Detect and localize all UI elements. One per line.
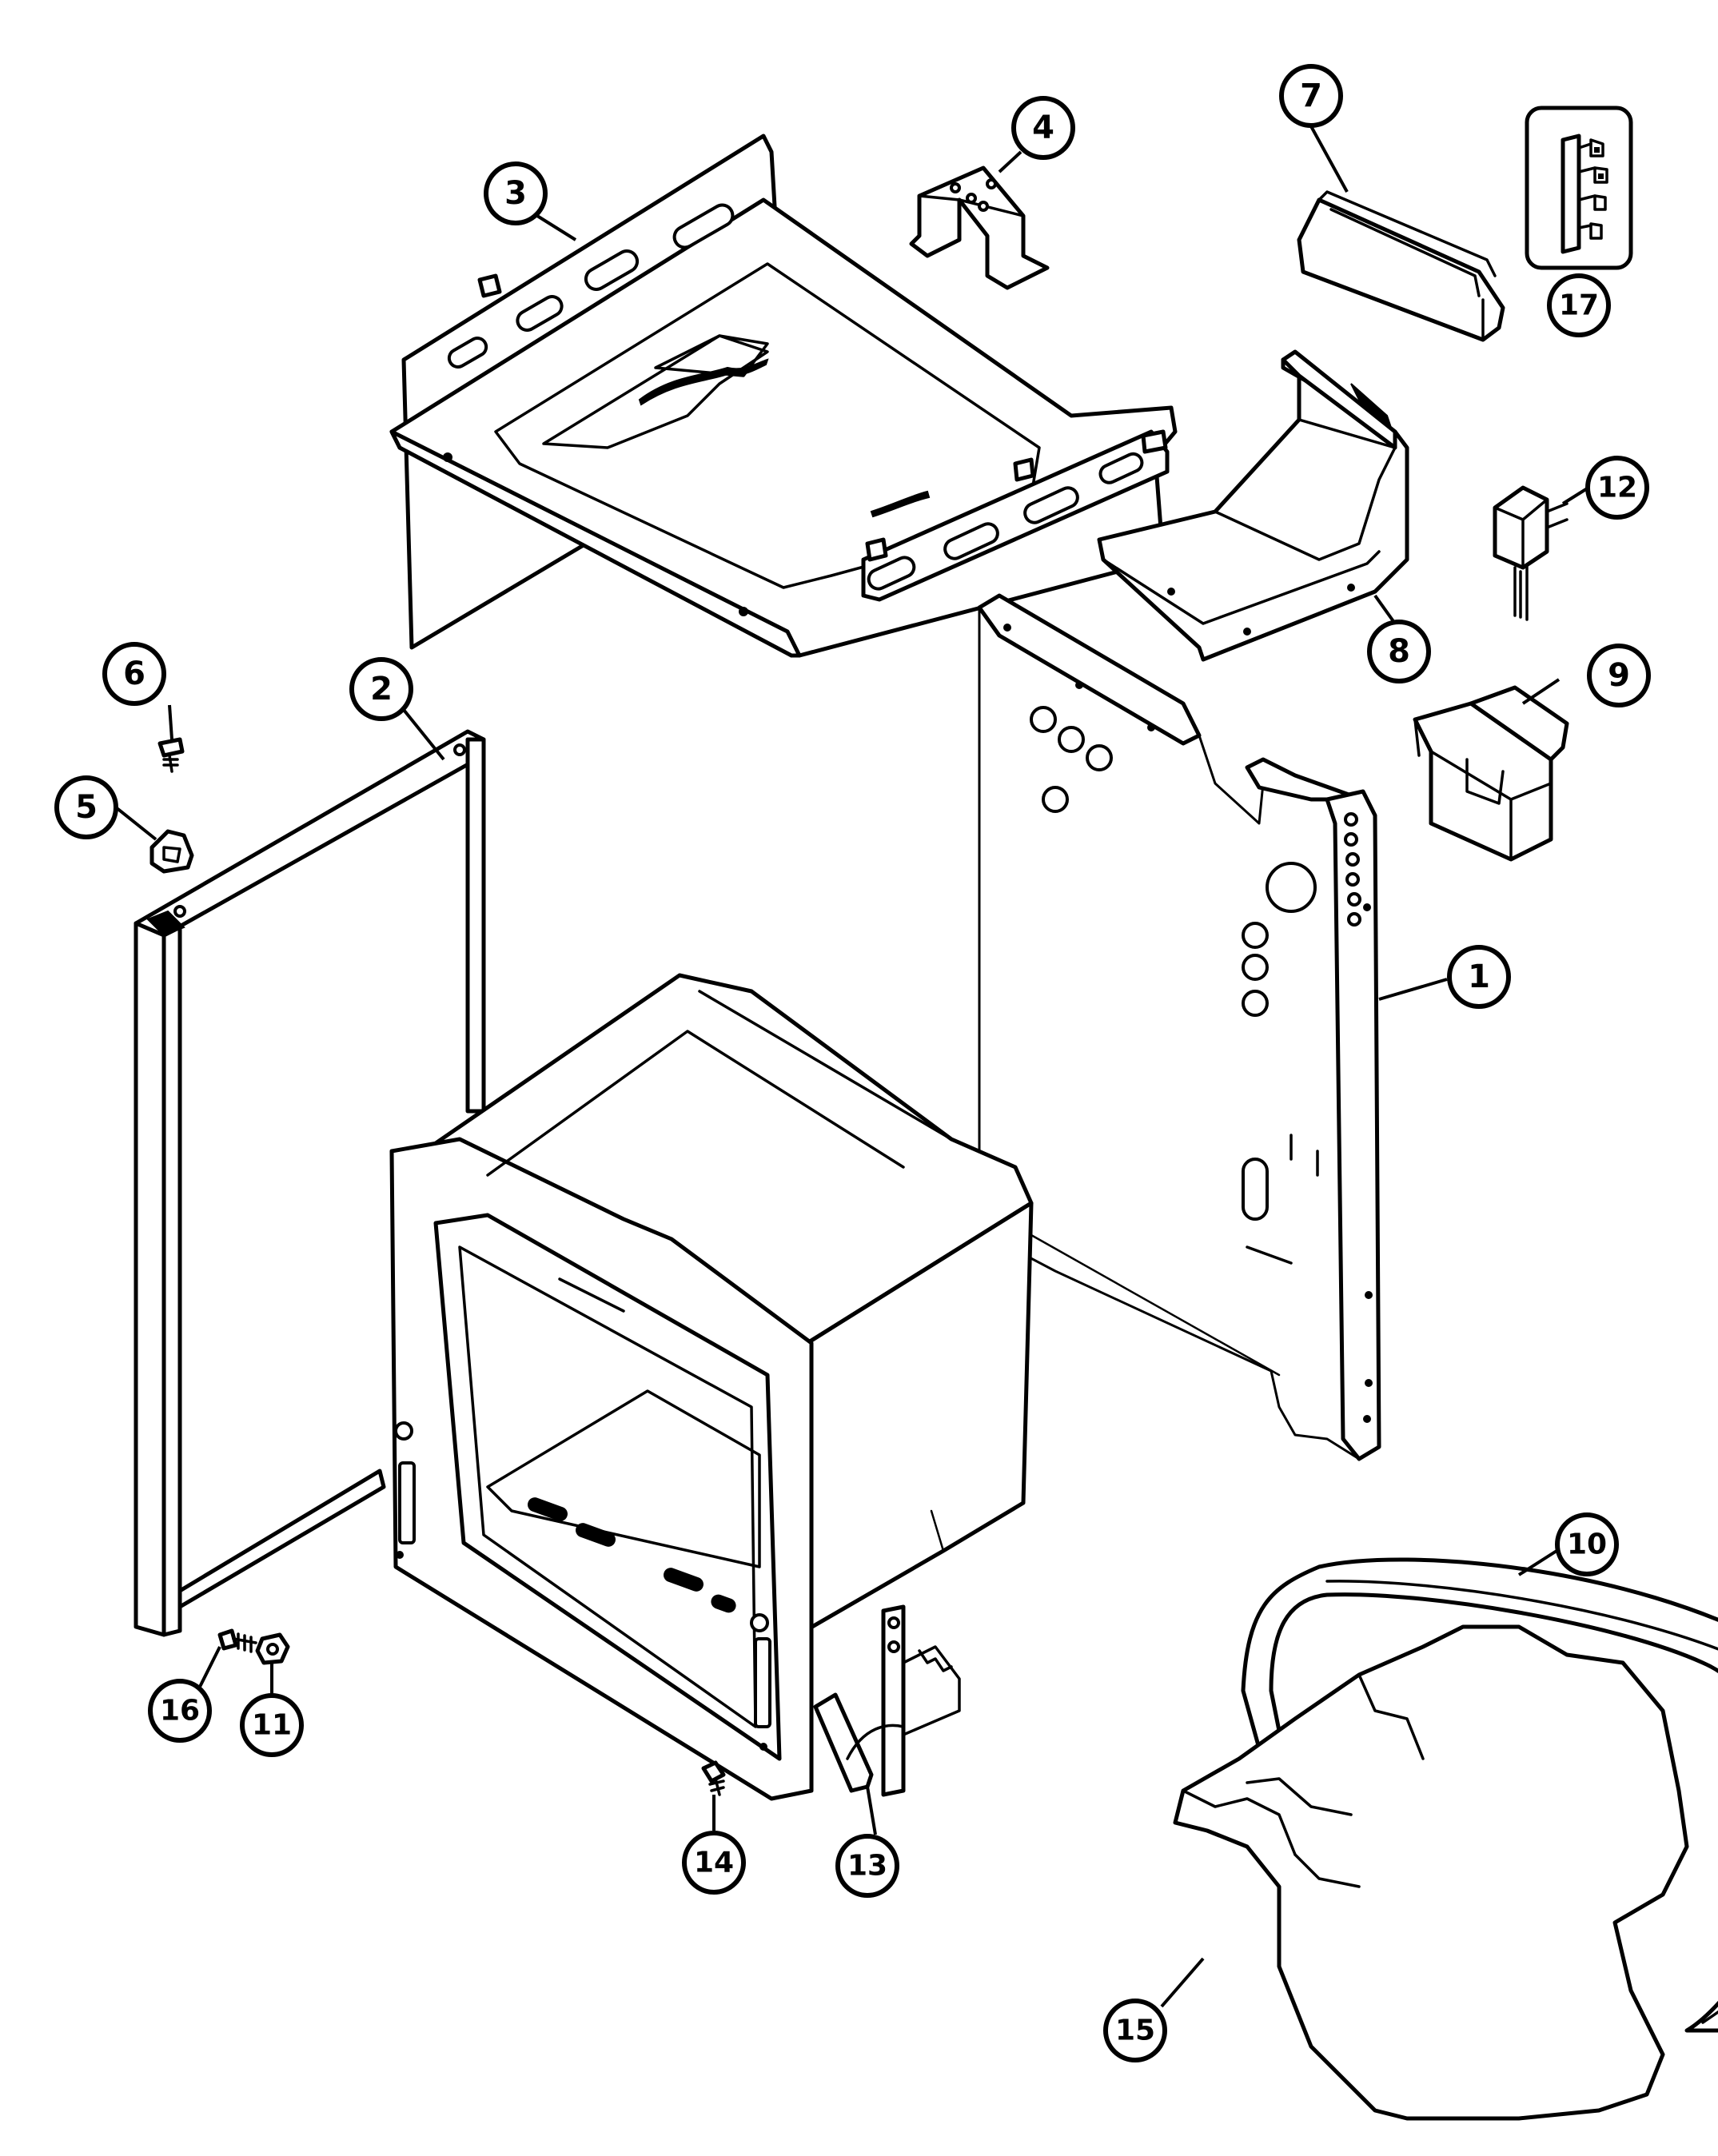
part-side-panel — [977, 593, 1381, 1461]
part-insulation-ring — [1241, 1557, 1718, 2033]
part-bracket — [909, 165, 1050, 290]
part-hinge — [813, 1604, 961, 1797]
part-insulation-blanket — [1173, 1624, 1689, 2121]
part-plug — [1493, 485, 1569, 621]
callout-2: 2 — [349, 657, 413, 721]
part-junction-box — [1413, 685, 1569, 862]
part-oven-cavity — [389, 973, 1034, 1801]
callout-6: 6 — [102, 642, 166, 706]
callout-label: 9 — [1608, 657, 1630, 694]
callout-label: 1 — [1468, 958, 1490, 995]
callout-17: 17 — [1547, 273, 1611, 337]
part-door-frame — [134, 729, 486, 1637]
assembly-guide-lines — [930, 1233, 1281, 1552]
callout-label: 5 — [75, 789, 98, 826]
part-screw-14 — [701, 1760, 726, 1796]
callout-12: 12 — [1585, 456, 1649, 520]
callout-3: 3 — [484, 161, 548, 225]
callout-10: 10 — [1555, 1512, 1619, 1576]
part-nut — [255, 1632, 290, 1665]
callout-5: 5 — [54, 775, 118, 839]
part-screw-16 — [217, 1628, 257, 1653]
callout-label: 2 — [370, 671, 393, 707]
callout-label: 3 — [504, 175, 527, 212]
callout-label: 13 — [847, 1850, 887, 1883]
callout-label: 4 — [1032, 110, 1054, 146]
callout-14: 14 — [682, 1831, 746, 1895]
part-top-panel — [389, 134, 1178, 658]
part-vent-trim — [1297, 190, 1505, 342]
callout-label: 10 — [1567, 1528, 1607, 1561]
part-clip — [149, 829, 194, 874]
callout-label: 14 — [694, 1847, 734, 1879]
callout-label: 15 — [1115, 2015, 1155, 2047]
callout-label: 17 — [1559, 289, 1599, 322]
leader-lines — [114, 126, 1590, 2008]
callout-label: 16 — [160, 1695, 200, 1728]
callout-label: 12 — [1597, 472, 1637, 504]
callout-label: 6 — [123, 656, 145, 692]
callout-11: 11 — [240, 1693, 304, 1757]
part-vent-duct — [1097, 349, 1409, 662]
callout-9: 9 — [1587, 644, 1651, 707]
callout-8: 8 — [1367, 620, 1431, 683]
part-terminal-block — [1525, 106, 1633, 270]
callout-1: 1 — [1447, 945, 1511, 1009]
callout-15: 15 — [1103, 1999, 1167, 2062]
callout-16: 16 — [148, 1679, 212, 1743]
callout-4: 4 — [1011, 96, 1075, 160]
part-screw-6 — [157, 737, 185, 773]
callout-7: 7 — [1279, 64, 1343, 128]
callout-label: 8 — [1388, 633, 1410, 670]
callout-13: 13 — [835, 1834, 899, 1898]
callout-label: 7 — [1300, 78, 1322, 114]
callout-label: 11 — [252, 1709, 292, 1742]
